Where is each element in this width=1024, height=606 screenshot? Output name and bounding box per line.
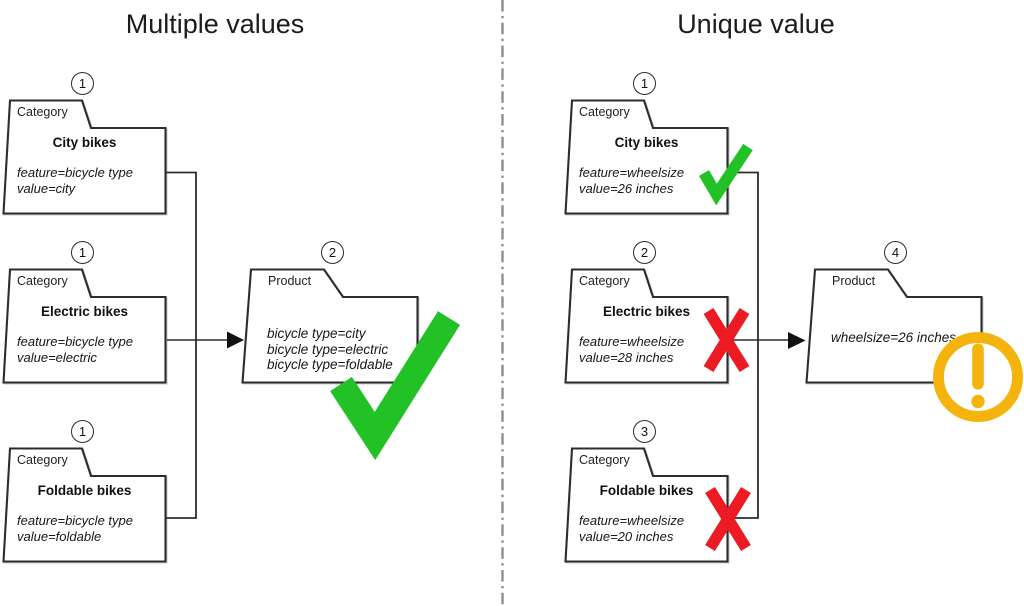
folder-tab-label: Category — [17, 274, 68, 288]
product-attributes: wheelsize=26 inches — [831, 330, 956, 345]
category-name: Electric bikes — [40, 304, 129, 319]
category-name: City bikes — [52, 135, 117, 150]
folder-tab-label: Product — [268, 274, 312, 288]
folder-tab-label: Category — [579, 453, 630, 467]
folder-tab-label: Category — [17, 105, 68, 119]
folder-tab-label: Category — [17, 453, 68, 467]
product-attributes: bicycle type=city bicycle type=electric … — [267, 326, 393, 372]
category-name: Electric bikes — [602, 304, 691, 319]
arrowhead-right-icon — [788, 332, 806, 349]
category-folder-electric-left: Category Electric bikes feature=bicycle … — [2, 268, 167, 384]
category-name: Foldable bikes — [599, 483, 694, 498]
step-badge: 1 — [71, 420, 94, 443]
category-folder-foldable-right: Category Foldable bikes feature=wheelsiz… — [564, 447, 729, 563]
category-name: City bikes — [614, 135, 679, 150]
step-badge: 2 — [321, 241, 344, 264]
left-panel-title: Multiple values — [125, 9, 305, 39]
product-folder-left: Product bicycle type=city bicycle type=e… — [241, 268, 419, 384]
connector-right-trunk — [729, 171, 759, 519]
step-badge: 1 — [71, 72, 94, 95]
category-name: Foldable bikes — [37, 483, 132, 498]
category-folder-electric-right: Category Electric bikes feature=wheelsiz… — [564, 268, 729, 384]
category-folder-foldable-left: Category Foldable bikes feature=bicycle … — [2, 447, 167, 563]
step-badge: 2 — [633, 241, 656, 264]
folder-tab-label: Category — [579, 274, 630, 288]
folder-tab-label: Product — [832, 274, 876, 288]
step-badge: 4 — [884, 241, 907, 264]
step-badge: 1 — [71, 241, 94, 264]
step-badge: 1 — [633, 72, 656, 95]
category-folder-city-left: Category City bikes feature=bicycle type… — [2, 99, 167, 215]
right-panel-title: Unique value — [677, 9, 835, 39]
folder-tab-label: Category — [579, 105, 630, 119]
connector-left-trunk — [166, 171, 197, 519]
step-badge: 3 — [633, 420, 656, 443]
product-folder-right: Product wheelsize=26 inches — [805, 268, 983, 384]
